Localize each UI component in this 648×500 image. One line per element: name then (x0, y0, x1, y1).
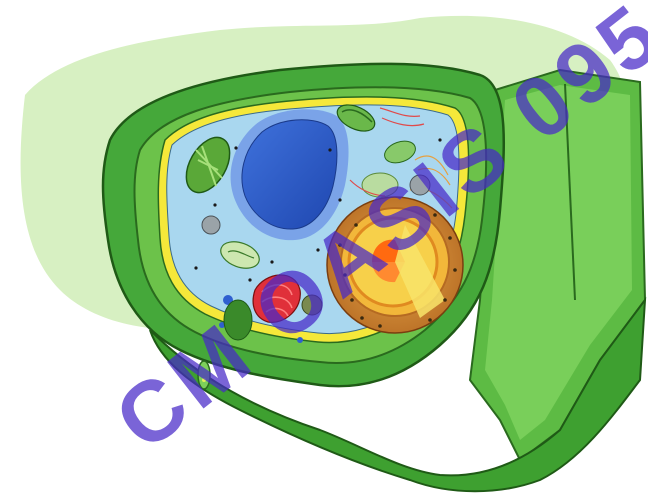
peroxisome (302, 295, 322, 315)
vesicle (202, 216, 220, 234)
plastid (224, 300, 252, 340)
wall-pit (198, 361, 210, 389)
wall-pit-dot (202, 378, 206, 382)
vesicle (410, 175, 430, 195)
